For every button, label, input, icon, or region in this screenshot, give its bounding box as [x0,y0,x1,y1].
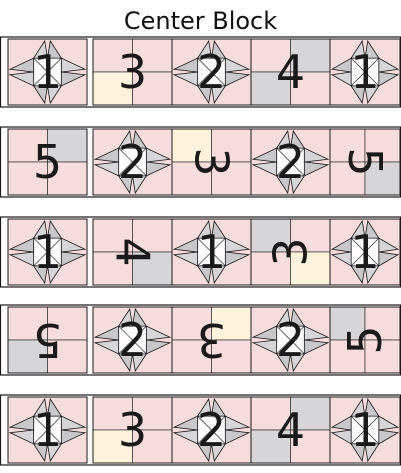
star-block: 2 [172,39,251,105]
plain-block: 4 [251,397,330,463]
plain-block: 4 [93,219,172,285]
star-block: 2 [93,307,172,373]
block-number: 1 [33,45,62,99]
star-block: 2 [251,307,330,373]
block-number: 2 [118,135,147,189]
block-number: 1 [197,225,226,279]
block-number: 1 [33,225,62,279]
quilt-row: 5 2 3 2 5 [1,127,401,197]
block-number: 3 [185,147,239,176]
plain-block: 3 [251,219,330,285]
block-number: 3 [118,403,147,457]
block-number: 5 [33,313,62,367]
plain-block: 5 [330,129,400,195]
block-number: 2 [197,403,226,457]
block-number: 5 [338,147,392,176]
star-block: 1 [172,219,251,285]
diagram-title: Center Block [0,6,401,36]
star-block: 1 [8,397,87,463]
star-block: 1 [330,397,400,463]
star-block: 1 [330,39,400,105]
block-number: 2 [118,313,147,367]
plain-block: 3 [93,397,172,463]
block-number: 3 [118,45,147,99]
block-number: 3 [197,313,226,367]
plain-block: 4 [251,39,330,105]
block-number: 3 [264,237,318,266]
block-number: 1 [350,45,379,99]
block-number: 1 [350,403,379,457]
block-number: 2 [276,135,305,189]
block-number: 1 [350,225,379,279]
star-block: 2 [93,129,172,195]
plain-block: 3 [172,129,251,195]
block-number: 2 [276,313,305,367]
block-number: 2 [197,45,226,99]
block-number: 5 [338,325,392,354]
block-number: 5 [33,135,62,189]
block-number: 4 [106,237,160,266]
block-number: 1 [33,403,62,457]
quilt-row: 1 4 1 3 1 [1,217,401,287]
star-block: 1 [8,219,87,285]
plain-block: 3 [172,307,251,373]
quilt-row: 13241 [1,37,401,107]
plain-block: 5 [330,307,400,373]
plain-block: 3 [93,39,172,105]
block-number: 4 [276,403,305,457]
star-block: 1 [8,39,87,105]
plain-block: 5 [8,307,87,373]
quilt-row: 5 232 5 [1,305,401,375]
star-block: 2 [251,129,330,195]
quilt-row: 13241 [1,395,401,465]
plain-block: 5 [8,129,87,195]
star-block: 2 [172,397,251,463]
star-block: 1 [330,219,400,285]
block-number: 4 [276,45,305,99]
